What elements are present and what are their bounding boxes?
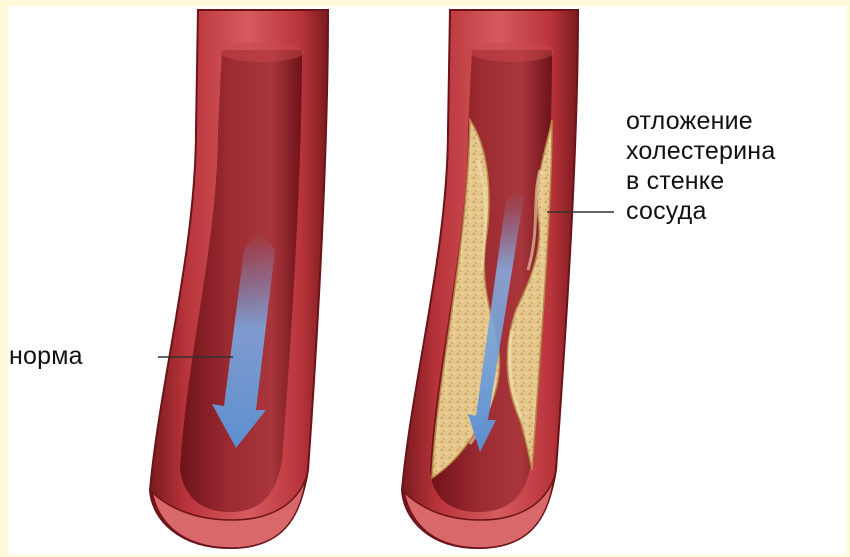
plaque-label: отложение холестерина в стенке сосуда bbox=[626, 106, 841, 226]
plaque-label-line: в стенке bbox=[626, 166, 841, 196]
plaque-label-line: отложение bbox=[626, 106, 841, 136]
normal-artery bbox=[150, 10, 328, 548]
plaque-label-line: холестерина bbox=[626, 136, 841, 166]
plaque-label-line: сосуда bbox=[626, 196, 841, 226]
normal-label: норма bbox=[9, 341, 83, 371]
narrowed-artery bbox=[402, 10, 578, 548]
